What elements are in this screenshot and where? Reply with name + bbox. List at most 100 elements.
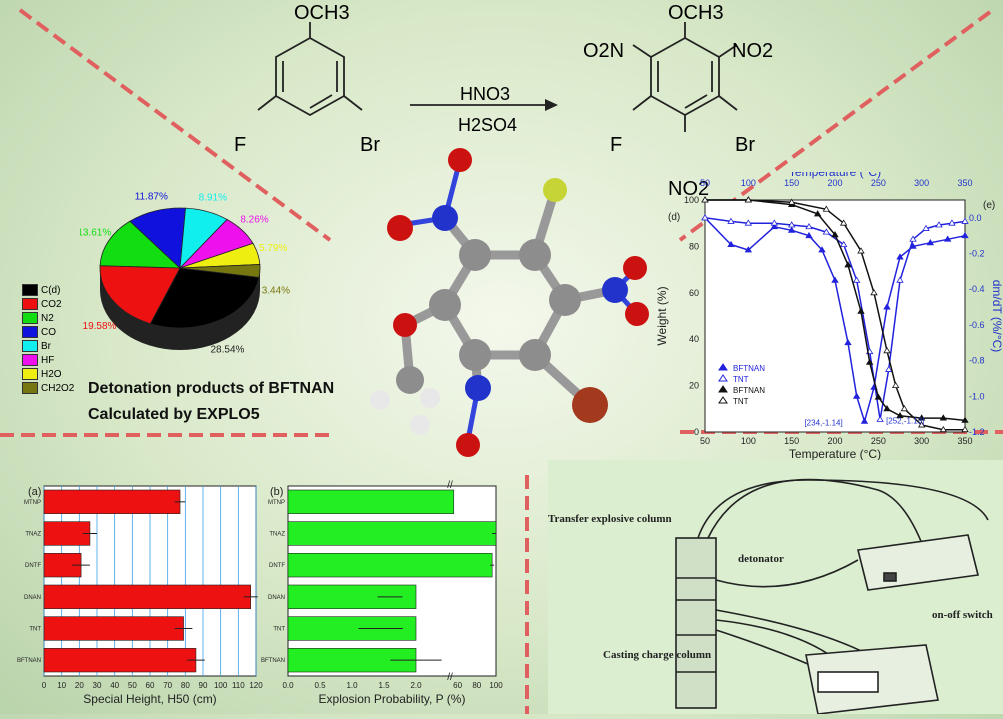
x-top-tick-label: 50 [700, 178, 710, 188]
pie-caption-line2: Calculated by EXPLO5 [88, 406, 260, 423]
x-tick-label: 200 [827, 436, 842, 446]
y2-tick-label: -0.2 [969, 249, 985, 259]
x-tick-label: 100 [489, 681, 503, 690]
x-tick-label: 50 [128, 681, 137, 690]
y-tick-label: 60 [689, 288, 699, 298]
series-point [839, 219, 848, 226]
series-point [787, 221, 796, 228]
x-tick-label: 90 [199, 681, 208, 690]
y-tick-label: 0 [694, 427, 699, 437]
atom-carbon [429, 289, 461, 321]
x-tick-label: 350 [957, 436, 972, 446]
series-point [701, 196, 709, 203]
y2-tick-label: 0.0 [969, 213, 982, 223]
legend-swatch [22, 340, 38, 353]
atom-oxygen [623, 256, 647, 280]
x-top-tick-label: 200 [827, 178, 842, 188]
series-point [831, 231, 839, 238]
series-point [844, 261, 852, 268]
x-tick-label: 60 [146, 681, 155, 690]
y2-tick-label: -1.0 [969, 391, 985, 401]
charge-column [675, 537, 717, 709]
series-point [874, 393, 883, 400]
x-tick-label: 120 [249, 681, 263, 690]
series-point [818, 246, 826, 253]
series-point [900, 405, 909, 412]
category-label: MTNP [268, 500, 285, 506]
pie-legend-item: CH2O2 [22, 382, 74, 396]
x-axis-label: Special Height, H50 (cm) [83, 692, 216, 706]
series-point [770, 219, 779, 226]
plot-area [287, 485, 497, 677]
atom-nitrogen [602, 277, 628, 303]
legend-label: CO [41, 327, 56, 338]
legend-swatch [22, 368, 38, 381]
series-point [883, 405, 891, 412]
switch-box [857, 534, 979, 591]
category-label: TNT [29, 627, 41, 633]
x-tick-label: 70 [163, 681, 172, 690]
series-point [857, 307, 865, 314]
category-label: TNAZ [269, 532, 285, 538]
annotation: [252,-1.13] [886, 417, 924, 426]
divider-top-left [18, 8, 332, 242]
pie-slice [99, 265, 181, 325]
y2-axis-label: dm/dT (%/°C) [990, 280, 1003, 353]
pie-slice [149, 267, 260, 329]
pie-legend-item: N2 [22, 312, 74, 326]
atom-oxygen [387, 215, 413, 241]
product-no2-bottom: NO2 [668, 178, 710, 200]
category-label: MTNP [24, 500, 41, 506]
legend-marker [718, 363, 728, 371]
product-ring [650, 36, 720, 117]
atom-oxygen [448, 148, 472, 172]
series-point [852, 392, 861, 399]
x-axis-label: Temperature (°C) [789, 447, 881, 461]
series-point [909, 235, 917, 242]
x-top-tick-label: 100 [741, 178, 756, 188]
apparatus-panel: Transfer explosive column detonator on-o… [548, 460, 1003, 715]
reactant-och3: OCH3 [294, 2, 350, 24]
series-point [822, 205, 831, 212]
reagent-h2so4: H2SO4 [458, 115, 518, 135]
atom-hydrogen [420, 388, 440, 408]
legend-label: H2O [41, 369, 62, 380]
panel-label: (d) [668, 212, 680, 223]
series-point [939, 425, 948, 433]
category-label: TNT [273, 627, 285, 633]
pie-slice [99, 220, 182, 269]
series-point [939, 414, 948, 421]
series-point [813, 210, 822, 217]
x-axis-label: Explosion Probability, P (%) [319, 692, 466, 706]
atom-carbon [549, 284, 581, 316]
reactant-br: Br [360, 134, 380, 156]
legend-label: Br [41, 341, 51, 352]
category-label: DNAN [24, 595, 41, 601]
reaction-scheme [257, 22, 738, 132]
series-point [926, 239, 935, 246]
panel-label: (b) [270, 486, 283, 498]
atom-carbon [519, 339, 551, 371]
bar [43, 616, 184, 641]
x-tick-label: 0.5 [314, 681, 326, 690]
series-point [870, 289, 878, 296]
series-point [961, 231, 969, 239]
series-point [896, 276, 904, 283]
series-point [948, 219, 956, 226]
category-label: DNTF [25, 563, 41, 569]
legend-label: CH2O2 [41, 383, 75, 394]
series-point [917, 414, 926, 421]
series-point [822, 228, 831, 235]
pie-legend-item: HF [22, 354, 74, 368]
pie-caption-line1: Detonation products of BFTNAN [88, 380, 335, 397]
series-point [770, 222, 779, 230]
x-tick-label: 50 [700, 436, 710, 446]
series-point [935, 221, 943, 228]
legend-label: C(d) [41, 285, 61, 296]
atom-oxygen [625, 302, 649, 326]
series-point [857, 247, 865, 254]
series-point [787, 226, 796, 233]
pie-slice [129, 207, 186, 269]
